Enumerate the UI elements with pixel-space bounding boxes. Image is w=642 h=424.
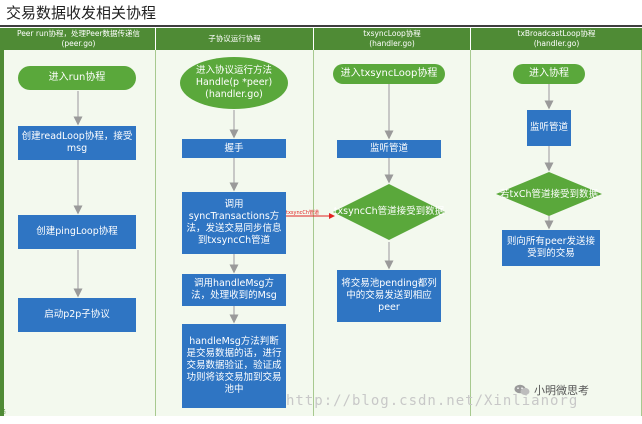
lane-header-txbroadcastloop: txBroadcastLoop协程 (handler.go) bbox=[471, 28, 642, 50]
lane-pool-edge bbox=[0, 28, 2, 416]
node-txbroadcast-decision-label: 若txCh管道接受到数据 bbox=[499, 189, 598, 200]
decision-diamond-txbroadcast bbox=[496, 172, 602, 216]
wechat-icon bbox=[514, 384, 530, 396]
node-handle-msg: 调用handleMsg方法，处理收到的Msg bbox=[182, 274, 286, 306]
lane-header-subprotocol-line1: 子协议运行协程 bbox=[208, 34, 261, 43]
decision-diamond-txsync bbox=[333, 184, 445, 240]
node-txsync-send: 将交易池pending都列中的交易发送到相应peer bbox=[337, 270, 441, 322]
diagram-title: 交易数据收发相关协程 bbox=[0, 0, 642, 27]
node-start-p2p: 启动p2p子协议 bbox=[18, 298, 136, 332]
watermark-url: http://blog.csdn.net/Xinlianorg bbox=[286, 393, 579, 409]
lane-header-run-line1: Peer run协程，处理Peer数据传递信 bbox=[16, 29, 141, 38]
node-txsync-listen: 监听管道 bbox=[337, 140, 441, 158]
node-handle-start: 进入协议运行方法Handle(p *peer)(handler.go) bbox=[180, 57, 288, 109]
lane-header-txbroadcastloop-line1: txBroadcastLoop协程 bbox=[517, 29, 596, 38]
node-create-readloop: 创建readLoop协程，接受msg bbox=[18, 126, 136, 160]
node-txbroadcast-send: 则向所有peer发送接受到的交易 bbox=[502, 230, 600, 266]
lane-header-txsyncloop-line1: txsyncLoop协程 bbox=[363, 29, 421, 38]
lane-header-run: Peer run协程，处理Peer数据传递信 (peer.go) bbox=[2, 28, 155, 50]
node-txsync-start: 进入txsyncLoop协程 bbox=[333, 64, 445, 84]
node-create-pingloop: 创建pingLoop协程 bbox=[18, 215, 136, 249]
node-validate-tx: handleMsg方法判断是交易数据的话，进行交易数据验证，验证成功则将该交易加… bbox=[182, 324, 286, 408]
node-sync-transactions: 调用syncTransactions方法，发送交易同步信息到txsyncCh管道 bbox=[182, 192, 286, 254]
wechat-brand: 小明微思考 bbox=[514, 382, 589, 398]
node-txbroadcast-listen: 监听管道 bbox=[527, 110, 571, 146]
node-txsync-decision-label: txsyncCh管道接受到数据 bbox=[333, 206, 445, 217]
corner-tag: 名 bbox=[1, 409, 7, 415]
node-handshake: 握手 bbox=[182, 139, 286, 158]
bottom-strip bbox=[0, 416, 642, 424]
lane-header-txsyncloop: txsyncLoop协程 (handler.go) bbox=[314, 28, 470, 50]
wechat-name: 小明微思考 bbox=[534, 384, 589, 397]
lane-header-subprotocol: 子协议运行协程 bbox=[156, 28, 313, 50]
lane-header-txbroadcastloop-line2: (handler.go) bbox=[533, 39, 580, 48]
lane-header-run-line2: (peer.go) bbox=[61, 39, 96, 48]
connector-label-txsyncch: txsyncCh管道 bbox=[286, 210, 320, 216]
node-txbroadcast-start: 进入协程 bbox=[513, 64, 585, 84]
lane-header-txsyncloop-line2: (handler.go) bbox=[369, 39, 415, 48]
node-run-start: 进入run协程 bbox=[18, 66, 136, 90]
